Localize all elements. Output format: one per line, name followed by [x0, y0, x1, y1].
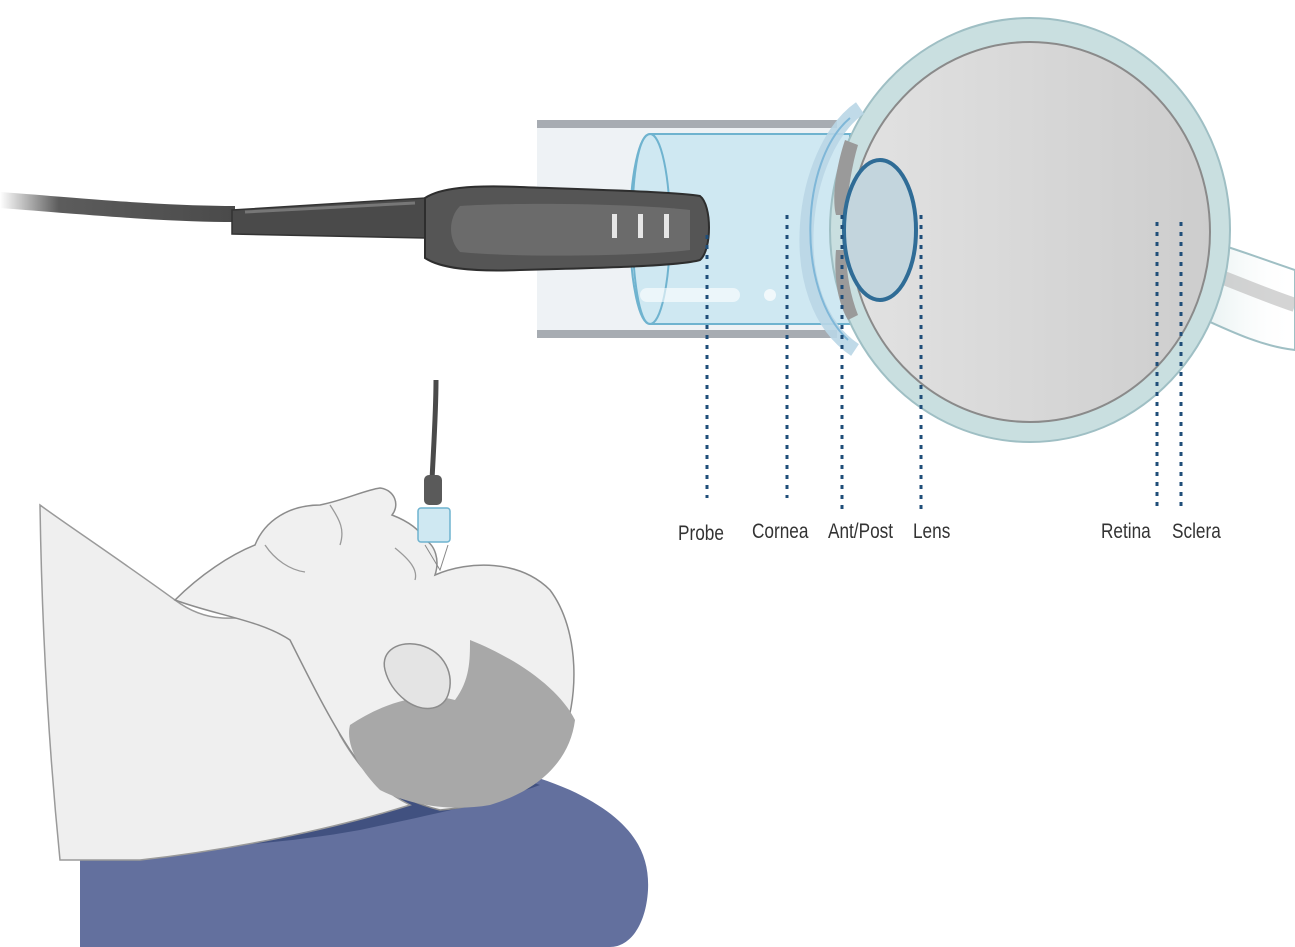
patient-illustration: [40, 380, 648, 947]
label-sclera: Sclera: [1172, 521, 1221, 544]
patient-probe-gel: [418, 508, 450, 542]
probe-cable: [0, 200, 235, 214]
label-cornea: Cornea: [752, 521, 809, 544]
label-ant-post: Ant/Post: [828, 521, 894, 544]
label-lens: Lens: [913, 521, 950, 544]
ultrasound-probe: [0, 186, 709, 270]
structure-labels: Probe Cornea Ant/Post Lens Retina Sclera: [678, 521, 1221, 546]
patient-probe-cable: [432, 380, 436, 480]
patient-probe-body: [424, 475, 442, 505]
label-retina: Retina: [1101, 521, 1151, 544]
lens: [844, 160, 916, 300]
label-probe: Probe: [678, 523, 724, 546]
